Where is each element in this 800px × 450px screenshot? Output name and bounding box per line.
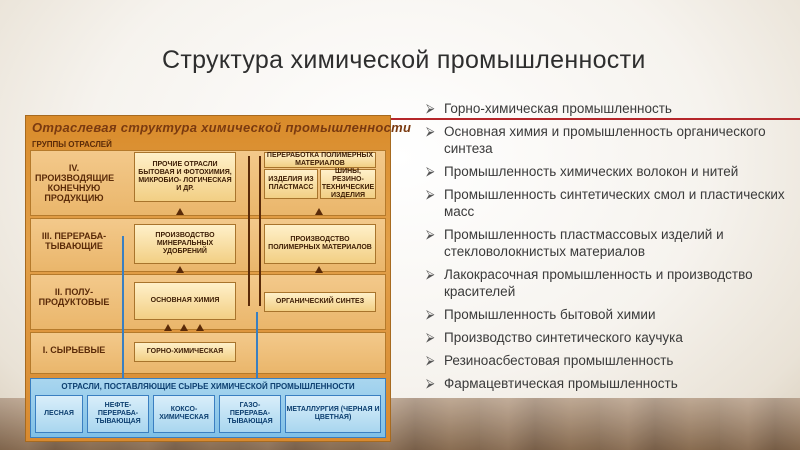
band-label: I. СЫРЬЕВЫЕ [42,345,106,355]
list-item-text: Фармацевтическая промышленность [444,376,678,391]
box-mining-chemistry: ГОРНО-ХИМИЧЕСКАЯ [134,342,236,362]
list-item: ⮚ Резиноасбестовая промышленность [426,352,796,369]
bullet-arrow-icon: ⮚ [426,267,435,281]
band-label: IV. ПРОИЗВОДЯЩИЕ КОНЕЧНУЮ ПРОДУКЦИЮ [35,163,115,203]
supply-line [256,312,258,378]
box-fertilizers: ПРОИЗВОДСТВО МИНЕРАЛЬНЫХ УДОБРЕНИЙ [134,224,236,264]
arrow-up-icon [180,324,188,331]
arrow-up-icon [176,208,184,215]
list-item-text: Производство синтетического каучука [444,330,683,345]
arrow-up-icon [196,324,204,331]
industry-structure-scheme: Отраслевая структура химической промышле… [25,115,411,442]
bullet-arrow-icon: ⮚ [426,164,435,178]
bullet-arrow-icon: ⮚ [426,376,435,390]
sources-title: ОТРАСЛИ, ПОСТАВЛЯЮЩИЕ СЫРЬЕ ХИМИЧЕСКОЙ П… [61,382,355,391]
source-gas-processing: ГАЗО- ПЕРЕРАБА- ТЫВАЮЩАЯ [219,395,281,433]
groups-header: ГРУППЫ ОТРАСЛЕЙ [32,140,112,149]
connector-line [248,156,250,306]
supply-line [122,236,124,378]
list-item: ⮚ Фармацевтическая промышленность [426,375,796,392]
box-polymers: ПРОИЗВОДСТВО ПОЛИМЕРНЫХ МАТЕРИАЛОВ [264,224,376,264]
list-item-text: Промышленность химических волокон и ните… [444,164,739,179]
list-item: ⮚ Производство синтетического каучука [426,329,796,346]
slide-title: Структура химической промышленности [162,46,646,74]
arrow-up-icon [164,324,172,331]
list-item: ⮚ Промышленность пластмассовых изделий и … [426,226,796,260]
list-item: ⮚ Промышленность синтетических смол и пла… [426,186,796,220]
list-item-text: Горно-химическая промышленность [444,101,672,116]
list-item-text: Лакокрасочная промышленность и производс… [444,267,753,299]
list-item: ⮚ Лакокрасочная промышленность и производ… [426,266,796,300]
bullet-arrow-icon: ⮚ [426,307,435,321]
industry-list: ⮚ Горно-химическая промышленность ⮚ Основн… [426,100,796,398]
list-item-text: Резиноасбестовая промышленность [444,353,674,368]
box-other-branches: ПРОЧИЕ ОТРАСЛИ БЫТОВАЯ И ФОТОХИМИЯ, МИКР… [134,152,236,202]
bullet-arrow-icon: ⮚ [426,187,435,201]
band-label: II. ПОЛУ- ПРОДУКТОВЫЕ [38,287,110,307]
source-forestry: ЛЕСНАЯ [35,395,83,433]
bullet-arrow-icon: ⮚ [426,124,435,138]
source-metallurgy: МЕТАЛЛУРГИЯ (ЧЕРНАЯ И ЦВЕТНАЯ) [285,395,381,433]
arrow-up-icon [315,208,323,215]
bullet-arrow-icon: ⮚ [426,101,435,115]
box-basic-chemistry: ОСНОВНАЯ ХИМИЯ [134,282,236,320]
list-item: ⮚ Промышленность бытовой химии [426,306,796,323]
scheme-title: Отраслевая структура химической промышле… [32,120,412,135]
arrow-up-icon [176,266,184,273]
list-item-text: Промышленность бытовой химии [444,307,656,322]
source-coke-chemistry: КОКСО- ХИМИЧЕСКАЯ [153,395,215,433]
box-rubber-items: ШИНЫ, РЕЗИНО- ТЕХНИЧЕСКИЕ ИЗДЕЛИЯ [320,168,376,199]
list-item: ⮚ Промышленность химических волокон и нит… [426,163,796,180]
accent-rule [388,118,800,120]
list-item-text: Промышленность синтетических смол и плас… [444,187,785,219]
arrow-up-icon [315,266,323,273]
raw-supply-band: ОТРАСЛИ, ПОСТАВЛЯЮЩИЕ СЫРЬЕ ХИМИЧЕСКОЙ П… [30,378,386,438]
list-item-text: Основная химия и промышленность органиче… [444,124,766,156]
source-oil-refining: НЕФТЕ- ПЕРЕРАБА- ТЫВАЮЩАЯ [87,395,149,433]
list-item-text: Промышленность пластмассовых изделий и с… [444,227,724,259]
box-organic-synthesis: ОРГАНИЧЕСКИЙ СИНТЕЗ [264,292,376,312]
bullet-arrow-icon: ⮚ [426,330,435,344]
list-item: ⮚ Горно-химическая промышленность [426,100,796,117]
box-plastic-items: ИЗДЕЛИЯ ИЗ ПЛАСТМАСС [264,169,318,199]
connector-line [259,156,261,306]
bullet-arrow-icon: ⮚ [426,227,435,241]
box-polymer-processing: ПЕРЕРАБОТКА ПОЛИМЕРНЫХ МАТЕРИАЛОВ [264,152,376,168]
list-item: ⮚ Основная химия и промышленность органич… [426,123,796,157]
bullet-arrow-icon: ⮚ [426,353,435,367]
band-label: III. ПЕРЕРАБА- ТЫВАЮЩИЕ [41,231,107,251]
